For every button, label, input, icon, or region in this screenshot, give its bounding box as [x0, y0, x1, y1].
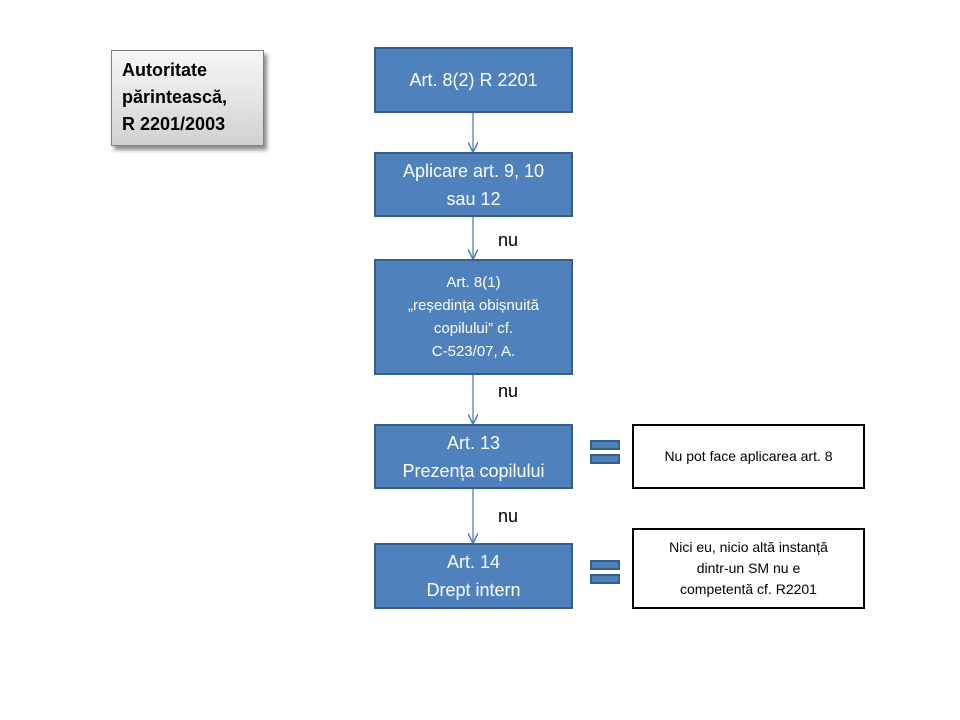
- equals-sign-icon: [590, 440, 620, 466]
- edge-label-nu-1: nu: [498, 230, 519, 250]
- note-art-14-result: Nici eu, nicio altă instanță dintr-un SM…: [632, 528, 865, 609]
- node-art-8-1: Art. 8(1) „reședința obișnuită copilului…: [374, 259, 573, 375]
- edge-label-nu-2: nu: [498, 381, 519, 401]
- node-aplicare-art-9-10-12: Aplicare art. 9, 10 sau 12: [374, 152, 573, 217]
- node-art-14: Art. 14 Drept intern: [374, 543, 573, 609]
- equals-sign-icon: [590, 560, 620, 586]
- equals-bar-bottom: [590, 574, 620, 584]
- node-art-8-2: Art. 8(2) R 2201: [374, 47, 573, 113]
- equals-bar-top: [590, 440, 620, 450]
- diagram-title: Autoritate părintească, R 2201/2003: [111, 50, 264, 146]
- equals-bar-top: [590, 560, 620, 570]
- equals-bar-bottom: [590, 454, 620, 464]
- note-art-13-result: Nu pot face aplicarea art. 8: [632, 424, 865, 489]
- node-art-13: Art. 13 Prezența copilului: [374, 424, 573, 489]
- edge-label-nu-3: nu: [498, 506, 519, 526]
